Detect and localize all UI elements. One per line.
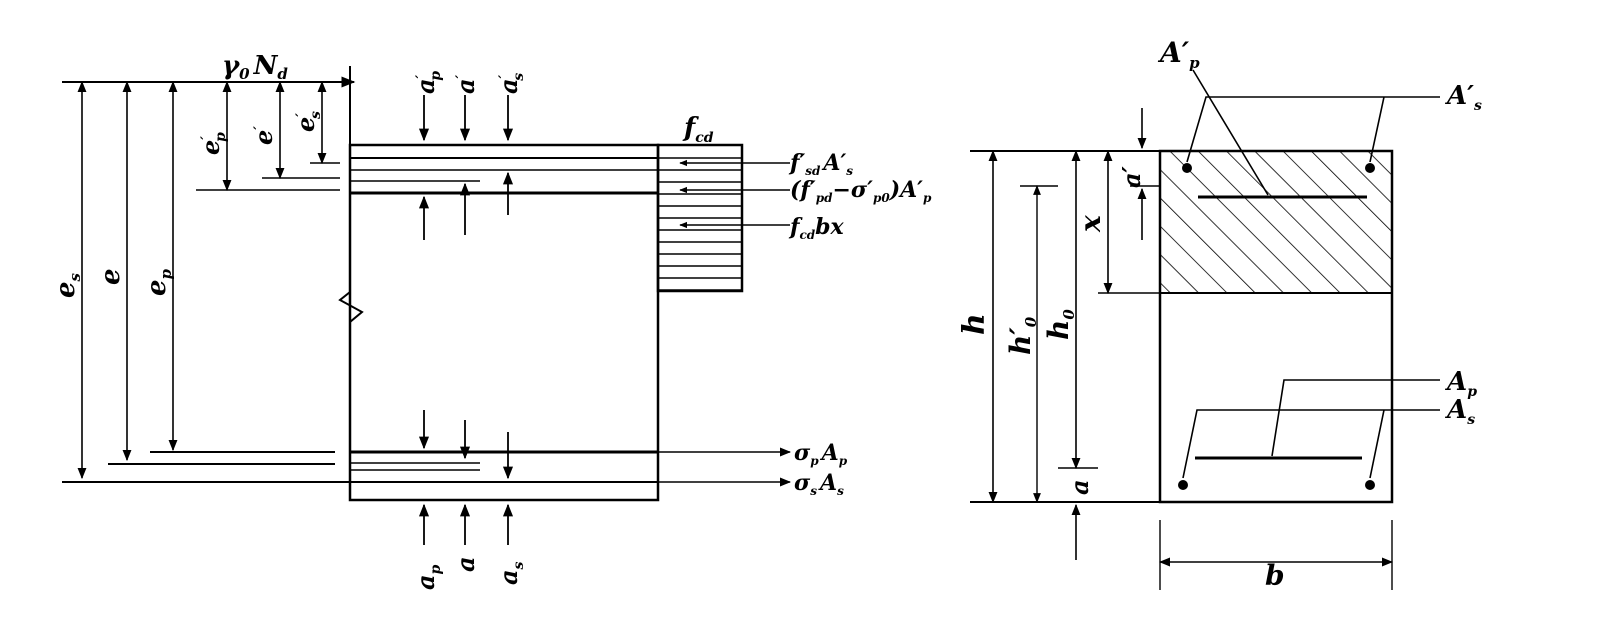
As-prime-label: A′s: [1444, 81, 1482, 114]
h0-label: h0: [1042, 309, 1078, 340]
Ap-leader: [1271, 379, 1440, 457]
e-prime-label: e′: [249, 126, 278, 145]
a-label-right: a: [1065, 479, 1094, 495]
a-prime-label-right: a′: [1117, 165, 1146, 188]
as-prime-label: a′s: [494, 73, 527, 94]
section-body: [348, 143, 660, 502]
As-prime-leader-2: [1369, 96, 1385, 163]
compression-zone-hatch: [1160, 151, 1392, 293]
stress-block-label: fcd: [682, 113, 714, 146]
as-label: as: [494, 561, 527, 585]
Ap-prime-leader: [1192, 69, 1269, 196]
force-label-fcd: fcdbx: [788, 214, 845, 242]
top-rebar-left: [1182, 163, 1192, 173]
top-rebar-right: [1365, 163, 1375, 173]
As-prime-leader: [1186, 96, 1440, 163]
es-prime-label: e′s: [291, 111, 324, 132]
b-label: b: [1265, 559, 1285, 592]
x-label: x: [1074, 215, 1107, 233]
right-diagram: A′p A′s Ap As h h′0 h0 x a′ a b: [957, 36, 1482, 592]
es-label: es: [51, 272, 84, 298]
e-label: e: [96, 268, 126, 285]
As-label: As: [1444, 395, 1475, 428]
ap-prime-label: a′p: [411, 71, 444, 94]
bottom-rebar-left: [1178, 480, 1188, 490]
force-label-fpd: (f′pd−σ′p0)A′p: [790, 177, 932, 205]
stress-block-hatching: [658, 157, 742, 291]
ap-label: ap: [411, 564, 444, 590]
As-leader-2: [1369, 409, 1385, 479]
a-prime-label: a′: [451, 74, 480, 94]
ep-label: ep: [142, 268, 175, 296]
Ap-prime-label: A′p: [1157, 36, 1200, 72]
Ap-label: Ap: [1444, 367, 1477, 400]
cross-section: [1158, 149, 1394, 504]
ep-prime-label: e′p: [196, 132, 229, 155]
bottom-rebar-right: [1365, 480, 1375, 490]
a-label: a: [451, 556, 480, 572]
As-leader: [1182, 409, 1440, 479]
h-label: h: [957, 313, 992, 335]
h0-prime-label: h′0: [1004, 316, 1040, 355]
